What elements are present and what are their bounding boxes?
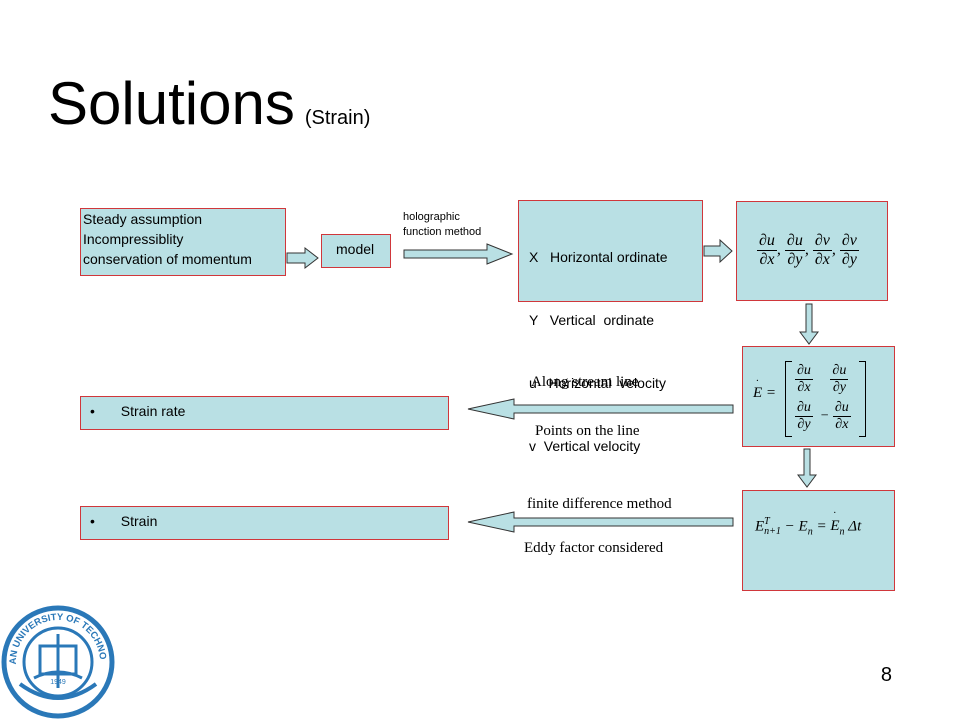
model-box: model xyxy=(321,234,391,268)
arrow-variables-to-derivatives xyxy=(703,238,733,264)
variable-v: v Vertical velocity xyxy=(529,438,641,454)
strain-rate-bullet: • xyxy=(90,403,95,419)
holographic-line1: holographic xyxy=(403,211,460,223)
dv-dx-fraction: ∂v∂x xyxy=(812,232,832,268)
label-points-on-line: Points on the line xyxy=(535,423,640,439)
strain-rate-box: • Strain rate xyxy=(80,396,449,430)
model-label: model xyxy=(336,241,375,257)
partial-derivatives-formula: ∂u∂x, ∂u∂y, ∂v∂x, ∂v∂y xyxy=(757,232,859,268)
label-eddy-factor: Eddy factor considered xyxy=(524,540,664,556)
assumption-steady: Steady assumption xyxy=(83,211,203,227)
strain-rate-label: Strain rate xyxy=(120,403,186,419)
strain-box: • Strain xyxy=(80,506,449,540)
matrix-entries: ∂u∂x ∂u∂y ∂u∂y − ∂u∂x xyxy=(795,363,851,432)
assumptions-box: Steady assumption Incompressiblity conse… xyxy=(80,208,286,276)
page-number: 8 xyxy=(880,664,892,686)
holographic-label: holographic function method xyxy=(403,210,481,240)
university-logo: DALIAN UNIVERSITY OF TECHNOLOGY 1949 xyxy=(0,604,115,719)
arrow-derivatives-to-matrix xyxy=(799,303,819,345)
label-along-stream-line: Along stream line xyxy=(531,374,639,390)
variable-x: X Horizontal ordinate xyxy=(529,249,668,265)
derivatives-box: ∂u∂x, ∂u∂y, ∂v∂x, ∂v∂y xyxy=(736,201,888,301)
variables-box: X Horizontal ordinate Y Vertical ordinat… xyxy=(518,200,703,454)
arrow-matrix-to-recursion xyxy=(797,448,817,488)
title-subtitle: (Strain) xyxy=(304,107,371,129)
dv-dy-fraction: ∂v∂y xyxy=(839,232,859,268)
slide-title: Solutions (Strain) xyxy=(48,72,370,150)
arrow-matrix-to-strain-rate xyxy=(467,398,734,420)
strain-bullet: • xyxy=(90,513,95,529)
matrix-lhs: ·E = xyxy=(753,376,777,401)
arrow-model-to-variables xyxy=(403,243,514,265)
svg-text:1949: 1949 xyxy=(50,679,66,686)
title-text: Solutions xyxy=(48,70,295,137)
arrow-recursion-to-strain xyxy=(467,511,734,533)
strain-label: Strain xyxy=(120,513,158,529)
assumption-momentum: conservation of momentum xyxy=(83,251,252,267)
variable-y: Y Vertical ordinate xyxy=(529,312,655,328)
strain-rate-matrix-box: ·E = ∂u∂x ∂u∂y ∂u∂y − ∂u∂x xyxy=(742,346,895,447)
holographic-line2: function method xyxy=(403,226,482,238)
assumption-incompressibility: Incompressiblity xyxy=(83,231,184,247)
du-dy-fraction: ∂u∂y xyxy=(784,232,805,268)
variable-u: u Horizontal velocity xyxy=(529,375,666,391)
label-finite-difference: finite difference method xyxy=(527,496,672,512)
matrix-left-bracket xyxy=(785,361,792,437)
matrix-right-bracket xyxy=(859,361,866,437)
du-dx-fraction: ∂u∂x xyxy=(757,232,777,268)
arrow-assumptions-to-model xyxy=(286,246,319,270)
